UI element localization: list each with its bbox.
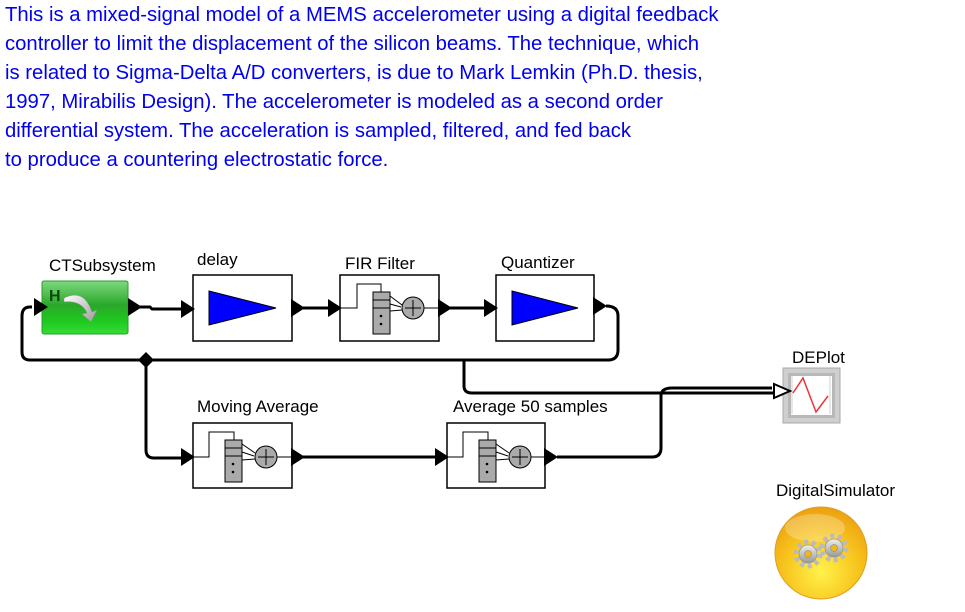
fir-filter-icon <box>340 283 439 335</box>
delay-label: delay <box>197 250 238 269</box>
output-port[interactable] <box>291 299 305 317</box>
annotation-line: This is a mixed-signal model of a MEMS a… <box>5 4 719 26</box>
wire-feedback-loop <box>20 304 620 362</box>
digital-simulator-label: DigitalSimulator <box>776 481 896 500</box>
average-50-actor[interactable] <box>435 422 558 489</box>
output-port[interactable] <box>438 299 452 317</box>
fir-filter-label: FIR Filter <box>345 254 415 273</box>
deplot-actor[interactable] <box>773 367 841 424</box>
output-port[interactable] <box>291 448 305 466</box>
output-port[interactable] <box>128 298 142 316</box>
annotation-line: controller to limit the displacement of … <box>5 32 700 55</box>
output-port[interactable] <box>544 448 558 466</box>
wire-relation-to-deplot <box>462 360 773 395</box>
relation-diamond[interactable] <box>138 352 154 368</box>
annotation-line: to produce a countering electrostatic fo… <box>5 148 389 171</box>
wire-ct-to-delay <box>140 305 183 311</box>
annotation-line: is related to Sigma-Delta A/D converters… <box>5 61 703 84</box>
deplot-label: DEPlot <box>792 348 845 367</box>
triangle-gain-icon <box>208 290 277 326</box>
wire-relation-to-moving-average <box>144 366 183 460</box>
triangle-gain-icon <box>511 290 579 326</box>
annotation-text: This is a mixed-signal model of a MEMS a… <box>5 1 905 174</box>
output-port[interactable] <box>593 297 607 315</box>
annotation-line: 1997, Mirabilis Design). The acceleromet… <box>5 90 663 113</box>
annotation-line: differential system. The acceleration is… <box>5 119 632 142</box>
gears-icon <box>793 533 849 569</box>
fir-filter-icon <box>193 431 292 483</box>
input-port[interactable] <box>181 448 195 466</box>
wire-average50-to-deplot <box>557 386 772 459</box>
input-port[interactable] <box>328 299 342 317</box>
fir-filter-actor[interactable] <box>328 274 452 342</box>
ctsubsystem-actor[interactable]: H <box>34 280 142 335</box>
moving-average-actor[interactable] <box>181 422 305 489</box>
delay-actor[interactable] <box>181 274 305 342</box>
input-port[interactable] <box>484 299 498 317</box>
fir-filter-icon <box>447 431 545 483</box>
multiport-input[interactable] <box>773 382 793 400</box>
digital-simulator-director[interactable] <box>774 506 868 600</box>
average-50-label: Average 50 samples <box>453 397 608 416</box>
input-port[interactable] <box>181 300 195 318</box>
input-port[interactable] <box>34 298 48 316</box>
ctsubsystem-label: CTSubsystem <box>49 256 156 275</box>
input-port[interactable] <box>435 448 449 466</box>
hierarchy-composite-icon: H <box>49 288 98 323</box>
plot-icon <box>791 376 831 414</box>
moving-average-label: Moving Average <box>197 397 319 416</box>
quantizer-actor[interactable] <box>484 274 607 342</box>
svg-text:H: H <box>49 288 61 305</box>
quantizer-label: Quantizer <box>501 253 575 272</box>
